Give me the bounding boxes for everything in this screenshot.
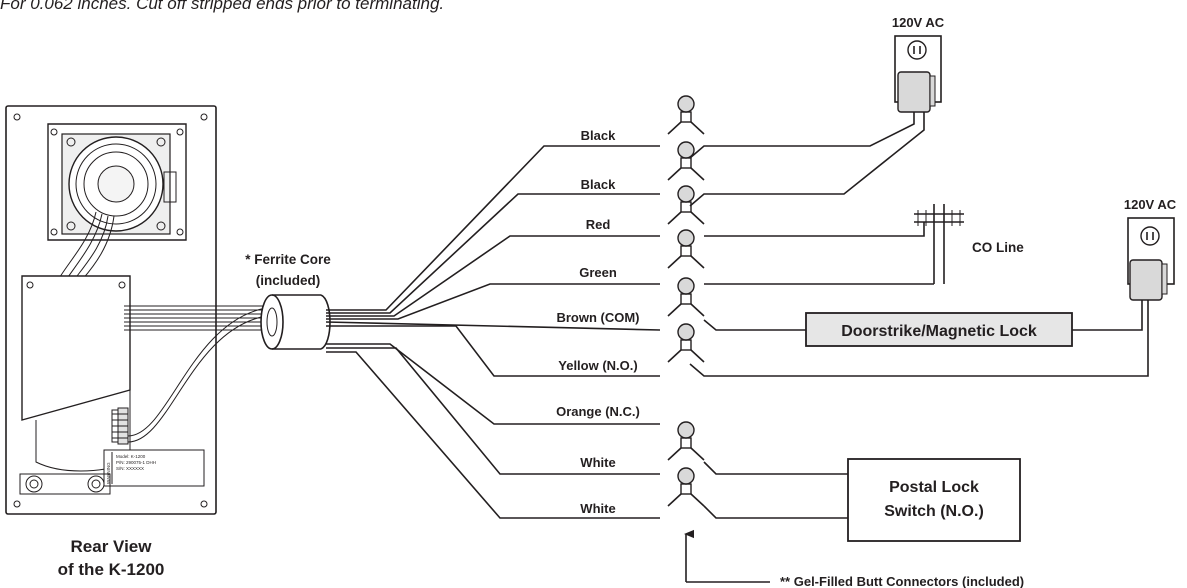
device-panel: Model: K-1200 P/N: 290075-1 DHH S/N: XXX… xyxy=(5,105,267,515)
outlet-1-cord-b xyxy=(689,112,925,207)
wire-black-2 xyxy=(326,193,660,314)
wire-label: Brown (COM) xyxy=(556,310,639,325)
speaker xyxy=(47,123,187,241)
wire-black-1 xyxy=(326,145,660,311)
outlet-2-cord-b xyxy=(689,300,1149,377)
ferrite-core xyxy=(260,294,331,350)
wire-white-1 xyxy=(326,347,660,475)
wire-bundle xyxy=(124,305,268,331)
wire-white-2 xyxy=(326,351,660,519)
power-outlet-2 xyxy=(1127,217,1175,301)
device-label-line2: of the K-1200 xyxy=(58,560,165,579)
co-line-wire-red xyxy=(704,222,925,237)
postal-lock-label-line2: Switch (N.O.) xyxy=(884,503,984,520)
wire-label: Red xyxy=(586,217,611,232)
svg-text:Model: K-1200: Model: K-1200 xyxy=(116,454,146,459)
wire-label: Orange (N.C.) xyxy=(556,404,640,419)
outlet-2-label: 120V AC xyxy=(1124,197,1177,212)
butt-connector xyxy=(667,421,705,461)
postal-lock-label-line1: Postal Lock xyxy=(889,479,979,496)
butt-connectors xyxy=(667,95,705,507)
butt-connector xyxy=(667,323,705,363)
doorstrike-label: Doorstrike/Magnetic Lock xyxy=(841,323,1037,340)
postal-lock-wire-a xyxy=(703,461,848,475)
panel-screw-hole xyxy=(13,500,21,508)
svg-text:S/N: XXXXXX: S/N: XXXXXX xyxy=(116,466,144,471)
svg-text:P/N: 290075-1 DHH: P/N: 290075-1 DHH xyxy=(116,460,156,465)
outlet-1-cord-a xyxy=(689,112,915,159)
device-label-line1: Rear View xyxy=(71,537,153,556)
wire-label: White xyxy=(580,501,615,516)
butt-connector xyxy=(667,95,705,135)
svg-text:WARNING: WARNING xyxy=(106,462,111,484)
wire-labels: Black Black Red Green Brown (COM) Yellow… xyxy=(556,128,640,516)
wire-label: Green xyxy=(579,265,617,280)
device-label-sticker: Model: K-1200 P/N: 290075-1 DHH S/N: XXX… xyxy=(103,449,205,487)
signal-wires xyxy=(325,145,661,519)
doorstrike-wire xyxy=(703,319,806,331)
butt-connector xyxy=(667,141,705,181)
wire-green xyxy=(326,283,660,320)
co-line-pole xyxy=(914,204,964,284)
panel-screw-hole xyxy=(13,113,21,121)
postal-lock-box: Postal Lock Switch (N.O.) xyxy=(847,458,1021,542)
wire-label: Black xyxy=(581,177,616,192)
ferrite-label-line2: (included) xyxy=(256,273,321,288)
wire-orange xyxy=(326,343,660,425)
circuit-board xyxy=(21,275,131,472)
wire-red xyxy=(326,235,660,317)
wire-label: Black xyxy=(581,128,616,143)
ferrite-label-line1: * Ferrite Core xyxy=(245,252,331,267)
co-line-label: CO Line xyxy=(972,240,1024,255)
power-outlet-1 xyxy=(894,35,942,113)
butt-connector xyxy=(667,229,705,269)
doorstrike-box: Doorstrike/Magnetic Lock xyxy=(805,312,1073,347)
wire-label: White xyxy=(580,455,615,470)
butt-connector xyxy=(667,277,705,317)
postal-lock-wire-b xyxy=(703,505,848,519)
panel-screw-hole xyxy=(200,500,208,508)
wire-brown xyxy=(325,321,661,331)
wire-yellow xyxy=(326,325,660,377)
outlet-1-label: 120V AC xyxy=(892,15,945,30)
wire-label: Yellow (N.O.) xyxy=(558,358,637,373)
instruction-caption: For 0.062 inches. Cut off stripped ends … xyxy=(0,0,445,13)
outlet-2-cord-a xyxy=(1072,300,1143,331)
butt-connector xyxy=(667,185,705,225)
connectors-note: ** Gel-Filled Butt Connectors (included) xyxy=(780,574,1024,588)
butt-connector xyxy=(667,467,705,507)
panel-screw-hole xyxy=(200,113,208,121)
